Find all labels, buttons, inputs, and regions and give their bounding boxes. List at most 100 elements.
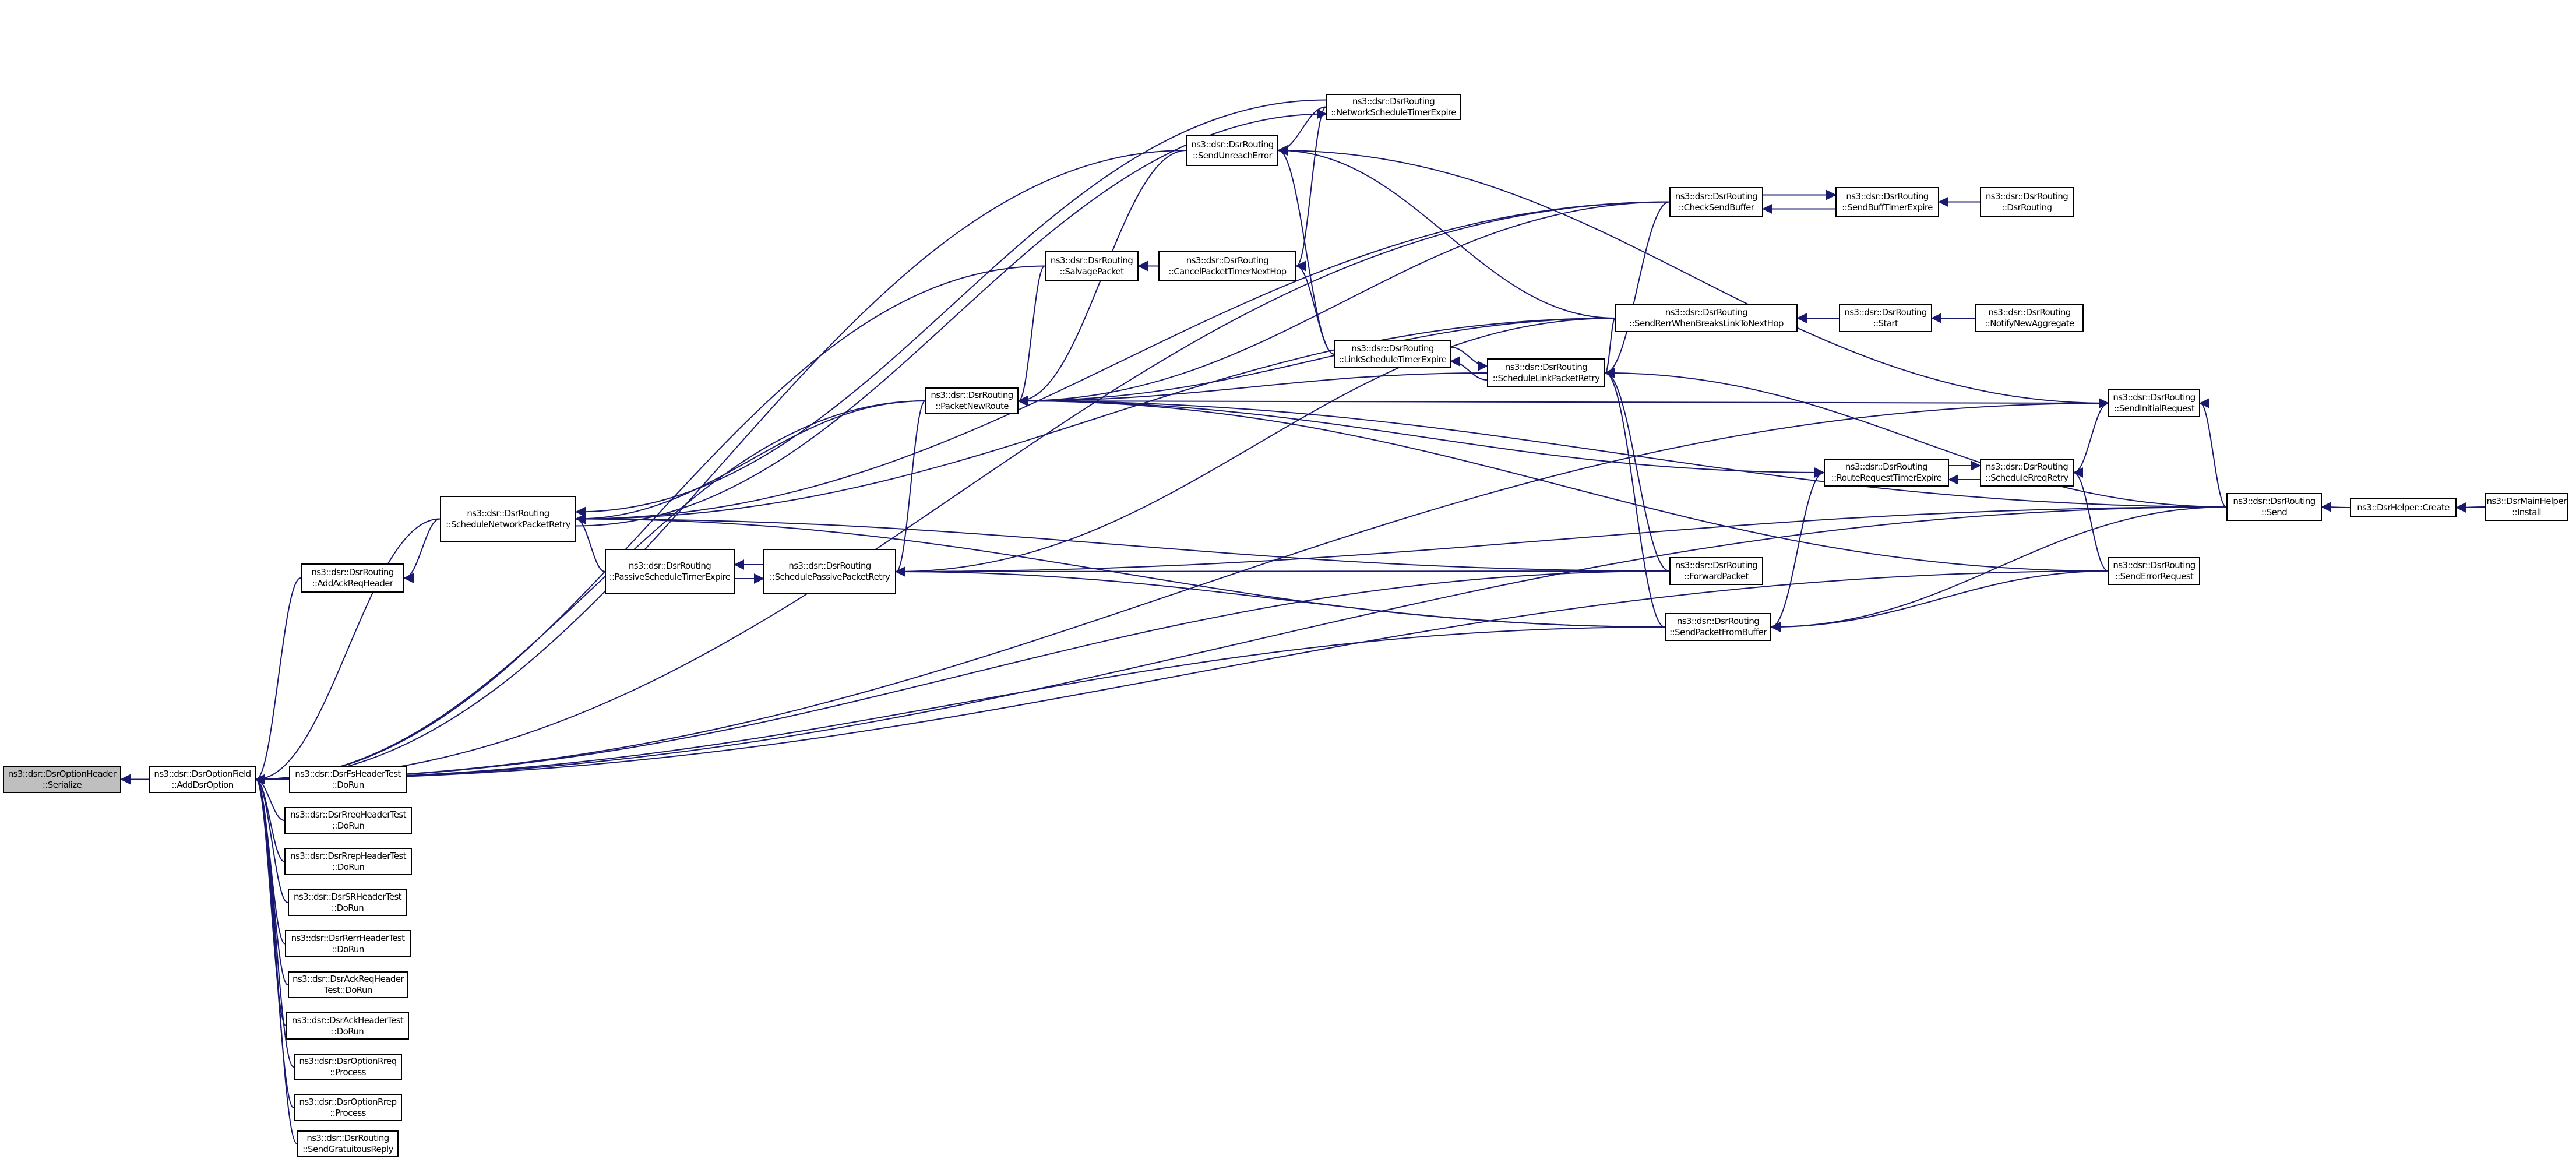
node-label-line: ::PassiveScheduleTimerExpire [609,572,731,582]
edge-pnr-to-sppr [895,400,926,577]
node-serialize[interactable]: ns3::dsr::DsrOptionHeader::Serialize [3,766,121,793]
node-unreach[interactable]: ns3::dsr::DsrRouting::SendUnreachError [1186,135,1278,166]
edge-pnr-to-snpr [575,400,926,524]
node-sppr[interactable]: ns3::dsr::DsrRouting::SchedulePassivePac… [763,549,896,594]
node-label-line: ::DoRun [332,820,365,831]
node-create[interactable]: ns3::DsrHelper::Create [2350,498,2457,517]
edge-send-to-addDsrOption [255,506,2227,785]
node-send[interactable]: ns3::dsr::DsrRouting::Send [2226,493,2322,521]
node-label-line: ns3::dsr::DsrRouting [2113,560,2196,570]
node-label-line: ns3::dsr::DsrRerrHeaderTest [291,932,405,943]
edge-forward-to-addDsrOption [255,570,1670,785]
node-ctor[interactable]: ns3::dsr::DsrRouting::DsrRouting [1980,187,2074,217]
node-label-line: ::ScheduleLinkPacketRetry [1492,373,1600,383]
edge-spfb-to-snpr [575,513,1665,628]
node-salvage[interactable]: ns3::dsr::DsrRouting::SalvagePacket [1045,251,1139,281]
edge-slpr-to-lste [1450,356,1488,381]
node-label-line: ::DoRun [331,903,364,913]
node-label-line: ::DoRun [332,943,364,954]
node-label-line: ::CheckSendBuffer [1678,202,1754,213]
edge-forward-to-snpr [575,513,1670,572]
node-label-line: ::Process [330,1067,366,1077]
edge-forward-to-sppr [895,566,1670,577]
node-check-buf[interactable]: ns3::dsr::DsrRouting::CheckSendBuffer [1669,187,1763,217]
edge-send-to-sppr [895,506,2227,577]
edge-snpr-to-nste [576,108,1327,527]
node-label-line: ns3::dsr::DsrRreqHeaderTest [290,809,406,820]
node-label-line: ns3::dsr::DsrSRHeaderTest [294,892,402,902]
edge-checkBuf-to-slpr [1604,201,1670,378]
edge-ackTest-to-addDsrOption [255,774,287,1027]
node-rrep-test[interactable]: ns3::dsr::DsrRrepHeaderTest::DoRun [284,848,412,875]
edge-rrte-to-pnr [1017,396,1824,473]
node-label-line: ns3::dsr::DsrOptionHeader [8,768,117,779]
edge-spfb-to-rrte [1771,467,1825,628]
edge-errReq-to-rreqRetry [2073,467,2109,572]
node-label-line: ::AddAckReqHeader [312,578,394,589]
node-grat-reply[interactable]: ns3::dsr::DsrRouting::SendGratuitousRepl… [297,1130,399,1157]
edge-rerrBreak-to-sppr [895,318,1616,577]
edge-addAckReq-to-addDsrOption [255,577,301,785]
node-rerr-test[interactable]: ns3::dsr::DsrRerrHeaderTest::DoRun [285,930,411,957]
node-nste[interactable]: ns3::dsr::DsrRouting::NetworkScheduleTim… [1326,94,1461,120]
node-label-line: ns3::dsr::DsrRouting [311,567,394,577]
node-label-line: ns3::dsr::DsrFsHeaderTest [295,768,401,779]
edge-errReq-to-pnr [1017,396,2109,572]
node-opt-rrep[interactable]: ns3::dsr::DsrOptionRrep::Process [294,1094,402,1121]
node-label-line: ::LinkScheduleTimerExpire [1338,354,1447,365]
node-label-line: ns3::dsr::DsrRouting [931,390,1013,400]
node-install[interactable]: ns3::DsrMainHelper::Install [2485,493,2568,521]
node-snpr[interactable]: ns3::dsr::DsrRouting::ScheduleNetworkPac… [440,496,576,542]
node-label-line: ns3::dsr::DsrRouting [1675,191,1758,202]
node-rrte[interactable]: ns3::dsr::DsrRouting::RouteRequestTimerE… [1824,459,1949,487]
node-label-line: ::NetworkScheduleTimerExpire [1331,107,1456,118]
node-sr-test[interactable]: ns3::dsr::DsrSRHeaderTest::DoRun [288,889,407,916]
node-label-line: ::AddDsrOption [171,779,234,790]
node-label-line: ns3::dsr::DsrRouting [1504,362,1588,372]
node-label-line: ::SendInitialRequest [2113,403,2195,414]
node-label-line: ns3::dsr::DsrRouting [1985,462,2068,472]
node-label-line: ::ScheduleNetworkPacketRetry [446,519,570,530]
node-spfb[interactable]: ns3::dsr::DsrRouting::SendPacketFromBuff… [1665,613,1771,641]
node-label-line: ::DoRun [332,861,365,872]
edge-checkBuf-to-addDsrOption [255,201,1670,785]
edge-create-to-send [2321,502,2351,513]
node-pste[interactable]: ns3::dsr::DsrRouting::PassiveScheduleTim… [605,549,735,594]
node-cancel[interactable]: ns3::dsr::DsrRouting::CancelPacketTimerN… [1158,251,1296,281]
node-add-dsr-option[interactable]: ns3::dsr::DsrOptionField::AddDsrOption [149,766,256,793]
node-fs-test[interactable]: ns3::dsr::DsrFsHeaderTest::DoRun [289,766,407,793]
node-label-line: ns3::dsr::DsrRouting [1844,307,1927,318]
node-pnr[interactable]: ns3::dsr::DsrRouting::PacketNewRoute [925,387,1019,414]
node-label-line: ::RouteRequestTimerExpire [1831,473,1942,483]
edge-salvage-to-pnr [1017,265,1045,406]
node-label-line: ::Send [2261,507,2288,517]
node-notify[interactable]: ns3::dsr::DsrRouting::NotifyNewAggregate [1975,304,2084,332]
node-add-ack-req[interactable]: ns3::dsr::DsrRouting::AddAckReqHeader [301,563,404,593]
node-label-line: ns3::dsr::DsrRouting [1675,560,1758,570]
edge-nste-to-snpr [575,99,1327,517]
node-rerr-break[interactable]: ns3::dsr::DsrRouting::SendRerrWhenBreaks… [1615,304,1798,332]
node-err-req[interactable]: ns3::dsr::DsrRouting::SendErrorRequest [2108,557,2200,585]
node-label-line: ns3::dsr::DsrRouting [628,561,711,571]
node-rreq-test[interactable]: ns3::dsr::DsrRreqHeaderTest::DoRun [284,807,412,834]
node-label-line: ::DoRun [332,779,364,790]
node-ack-test[interactable]: ns3::dsr::DsrAckHeaderTest::DoRun [286,1012,409,1040]
node-label-line: ns3::DsrMainHelper [2486,496,2567,506]
edge-pste-to-snpr [575,513,605,572]
node-slpr[interactable]: ns3::dsr::DsrRouting::ScheduleLinkPacket… [1487,358,1605,387]
node-buff-timer[interactable]: ns3::dsr::DsrRouting::SendBuffTimerExpir… [1835,187,1939,217]
node-label-line: ns3::dsr::DsrRouting [1846,191,1929,202]
node-label-line: ::ForwardPacket [1684,571,1749,582]
node-forward[interactable]: ns3::dsr::DsrRouting::ForwardPacket [1669,557,1763,585]
node-label-line: ::DsrRouting [2001,202,2053,213]
node-opt-rreq[interactable]: ns3::dsr::DsrOptionRreq::Process [294,1054,402,1080]
node-start[interactable]: ns3::dsr::DsrRouting::Start [1839,304,1932,332]
edge-initReq-to-addDsrOption [255,403,2109,785]
node-label-line: ns3::dsr::DsrRouting [1665,307,1748,318]
node-lste[interactable]: ns3::dsr::DsrRouting::LinkScheduleTimerE… [1334,340,1451,368]
node-rreq-retry[interactable]: ns3::dsr::DsrRouting::ScheduleRreqRetry [1980,459,2074,487]
node-init-req[interactable]: ns3::dsr::DsrRouting::SendInitialRequest [2108,389,2200,417]
edge-nste-to-cancel [1295,106,1327,272]
